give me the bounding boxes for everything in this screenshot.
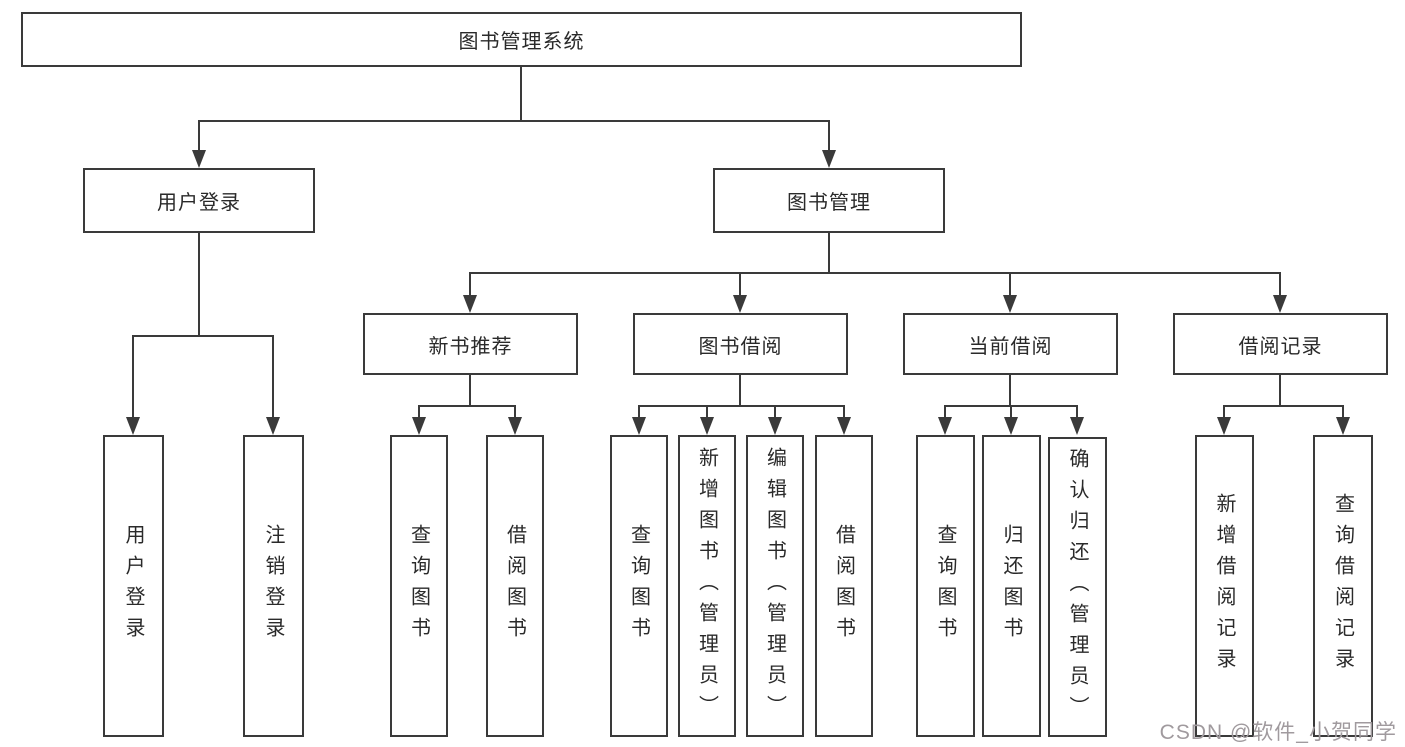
connector-line [739,272,741,297]
connector-line [520,67,522,120]
connector-line [418,405,516,407]
connector-line [198,120,830,122]
node-label: 确认归还（管理员） [1066,447,1088,727]
arrow-down-icon [508,417,522,435]
connector-line [469,272,471,297]
connector-line [638,405,845,407]
connector-line [706,405,708,419]
leaf-add-borrow-record: 新增借阅记录 [1195,435,1254,737]
connector-line [198,120,200,152]
arrow-down-icon [837,417,851,435]
node-label: 查询图书 [934,524,956,648]
connector-line [1223,405,1225,419]
connector-line [1279,375,1281,407]
leaf-borrow-books-recommend: 借阅图书 [486,435,544,737]
node-library-system: 图书管理系统 [21,12,1022,67]
arrow-down-icon [1273,295,1287,313]
arrow-down-icon [463,295,477,313]
connector-line [1010,405,1012,419]
node-label: 图书借阅 [698,335,783,358]
node-book-borrowing: 图书借阅 [633,313,848,375]
node-label: 用户登录 [122,524,144,648]
connector-line [1279,272,1281,297]
connector-line [1076,405,1078,419]
connector-line [1342,405,1344,419]
leaf-confirm-return-admin: 确认归还（管理员） [1048,437,1107,737]
connector-line [132,335,134,419]
node-label: 查询借阅记录 [1331,493,1354,679]
arrow-down-icon [822,150,836,168]
node-borrowing-records: 借阅记录 [1173,313,1388,375]
leaf-borrow-books-borrowing: 借阅图书 [815,435,873,737]
connector-line [198,233,200,335]
leaf-return-books: 归还图书 [982,435,1041,737]
connector-line [132,335,274,337]
leaf-edit-books-admin: 编辑图书（管理员） [746,435,804,737]
node-label: 编辑图书（管理员） [763,446,786,726]
leaf-query-borrow-record: 查询借阅记录 [1313,435,1373,737]
node-label: 注销登录 [262,524,284,648]
leaf-user-login: 用户登录 [103,435,164,737]
node-label: 查询图书 [627,524,650,648]
node-label: 借阅图书 [832,524,855,648]
node-label: 借阅记录 [1238,335,1323,358]
arrow-down-icon [192,150,206,168]
node-new-book-recommend: 新书推荐 [363,313,578,375]
connector-line [828,233,830,274]
connector-line [272,335,274,419]
connector-line [828,120,830,152]
node-label: 用户登录 [157,192,241,214]
csdn-watermark: CSDN @软件_小贺同学 [1159,721,1397,744]
node-label: 图书管理 [787,192,871,214]
arrow-down-icon [1003,295,1017,313]
connector-line [1009,375,1011,407]
connector-line [739,375,741,407]
connector-line [514,405,516,419]
arrow-down-icon [632,417,646,435]
node-label: 当前借阅 [968,335,1053,358]
arrow-down-icon [700,417,714,435]
connector-line [1223,405,1344,407]
node-label: 新增借阅记录 [1213,493,1235,679]
arrow-down-icon [1070,417,1084,435]
arrow-down-icon [266,417,280,435]
node-current-borrowing: 当前借阅 [903,313,1118,375]
leaf-add-books-admin: 新增图书（管理员） [678,435,736,737]
connector-line [843,405,845,419]
node-label: 图书管理系统 [458,31,585,53]
arrow-down-icon [1217,417,1231,435]
arrow-down-icon [126,417,140,435]
connector-line [638,405,640,419]
node-book-management: 图书管理 [713,168,945,233]
arrow-down-icon [768,417,782,435]
connector-line [774,405,776,419]
arrow-down-icon [1004,417,1018,435]
node-label: 新增图书（管理员） [695,446,718,726]
arrow-down-icon [938,417,952,435]
connector-line [469,272,1281,274]
node-user-login: 用户登录 [83,168,315,233]
leaf-query-books-recommend: 查询图书 [390,435,448,737]
arrow-down-icon [733,295,747,313]
connector-line [944,405,946,419]
connector-line [1009,272,1011,297]
connector-line [418,405,420,419]
arrow-down-icon [412,417,426,435]
node-label: 新书推荐 [428,335,513,358]
connector-line [469,375,471,407]
arrow-down-icon [1336,417,1350,435]
node-label: 归还图书 [1000,524,1022,648]
leaf-query-books-current: 查询图书 [916,435,975,737]
node-label: 借阅图书 [503,524,526,648]
node-label: 查询图书 [407,524,430,648]
leaf-query-books-borrowing: 查询图书 [610,435,668,737]
leaf-logout: 注销登录 [243,435,304,737]
